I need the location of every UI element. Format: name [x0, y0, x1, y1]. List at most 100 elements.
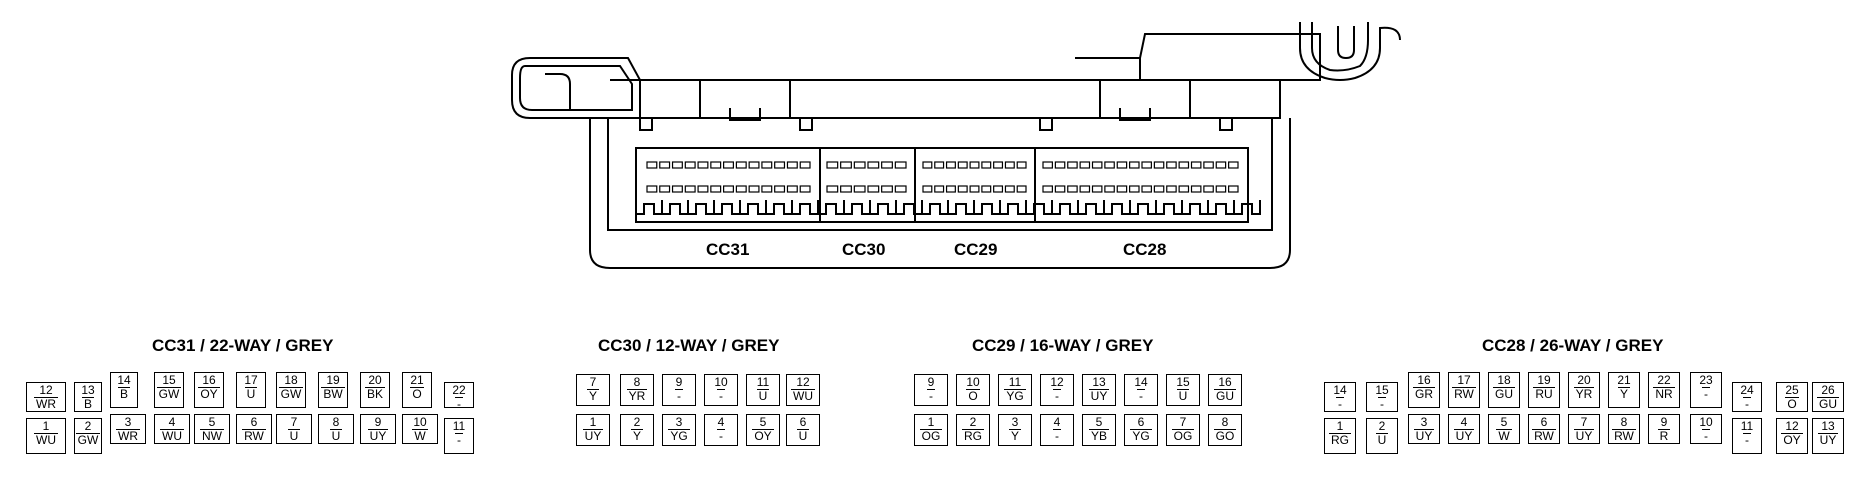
pin-number: 11	[756, 375, 770, 389]
pin-number: 7	[1179, 415, 1187, 429]
pin-number: 19	[326, 373, 340, 387]
pin-wire-color: GU	[1817, 397, 1839, 411]
pin-wire-color: YR	[626, 389, 648, 403]
pin-number: 9	[927, 375, 935, 389]
pin-number: 8	[1620, 415, 1628, 429]
pin-wire-color: U	[329, 429, 343, 443]
pin-wire-color: O	[410, 387, 424, 401]
pin-wire-color: W	[1496, 429, 1512, 443]
pin-wire-color: WU	[791, 389, 815, 403]
pin-number: 10	[966, 375, 980, 389]
pin-number: 1	[1336, 419, 1344, 433]
pin-number: 2	[1378, 419, 1386, 433]
pin-wire-color: O	[966, 389, 980, 403]
pin-number: 4	[168, 415, 176, 429]
cc28-pin-11: 11-	[1732, 418, 1762, 454]
pin-number: 10	[1699, 415, 1713, 429]
cc28-pin-23: 23-	[1690, 372, 1722, 408]
pin-number: 26	[1821, 383, 1835, 397]
pin-wire-color: YG	[1004, 389, 1026, 403]
cc30-pin-9: 9-	[662, 374, 696, 406]
pin-number: 4	[717, 415, 725, 429]
cc28-pin-15: 15-	[1366, 382, 1398, 412]
pin-wire-color: OG	[919, 429, 943, 443]
pin-wire-color: GU	[1214, 389, 1236, 403]
ecu-housing-drawing	[511, 22, 1401, 269]
pin-wire-color: UY	[1573, 429, 1595, 443]
pin-number: 4	[1460, 415, 1468, 429]
pin-number: 9	[675, 375, 683, 389]
pin-number: 6	[1137, 415, 1145, 429]
pin-number: 3	[1011, 415, 1019, 429]
pin-wire-color: -	[1378, 397, 1386, 411]
pin-wire-color: OY	[198, 387, 220, 401]
pin-wire-color: U	[244, 387, 258, 401]
pin-number: 18	[284, 373, 298, 387]
pin-number: 5	[1500, 415, 1508, 429]
pin-wire-color: -	[455, 397, 463, 411]
pin-number: 16	[1417, 373, 1431, 387]
pin-wire-color: U	[287, 429, 301, 443]
pin-number: 6	[1540, 415, 1548, 429]
pin-number: 4	[1053, 415, 1061, 429]
pin-number: 3	[1420, 415, 1428, 429]
pin-number: 16	[202, 373, 216, 387]
pin-number: 22	[1657, 373, 1671, 387]
pin-wire-color: RW	[1452, 387, 1476, 401]
pin-number: 5	[1095, 415, 1103, 429]
pin-wire-color: YG	[668, 429, 690, 443]
pin-number: 2	[969, 415, 977, 429]
pin-wire-color: OY	[1781, 433, 1803, 447]
pin-wire-color: -	[1702, 387, 1710, 401]
pin-number: 16	[1218, 375, 1232, 389]
pin-wire-color: GO	[1213, 429, 1237, 443]
pin-number: 20	[368, 373, 382, 387]
pin-wire-color: BW	[321, 387, 345, 401]
pin-wire-color: UY	[1453, 429, 1475, 443]
pin-wire-color: NR	[1653, 387, 1675, 401]
pin-number: 9	[374, 415, 382, 429]
pin-number: 15	[162, 373, 176, 387]
cc31-pin-11: 11-	[444, 418, 474, 454]
pin-wire-color: B	[81, 397, 94, 411]
pin-wire-color: OY	[752, 429, 774, 443]
pin-number: 8	[633, 375, 641, 389]
cc30-pin-4: 4-	[704, 414, 738, 446]
pin-wire-color: R	[1657, 429, 1671, 443]
pin-wire-color: O	[1785, 397, 1799, 411]
pin-number: 17	[1457, 373, 1471, 387]
pin-wire-color: GU	[1493, 387, 1515, 401]
pin-wire-color: UY	[1413, 429, 1435, 443]
pin-number: 13	[81, 383, 95, 397]
pin-number: 8	[332, 415, 340, 429]
pin-wire-color: -	[1743, 397, 1751, 411]
pin-wire-color: BK	[364, 387, 385, 401]
pin-number: 12	[39, 383, 53, 397]
pin-number: 7	[1580, 415, 1588, 429]
pin-wire-color: GW	[278, 387, 304, 401]
pin-wire-color: -	[455, 433, 463, 447]
pin-number: 2	[633, 415, 641, 429]
